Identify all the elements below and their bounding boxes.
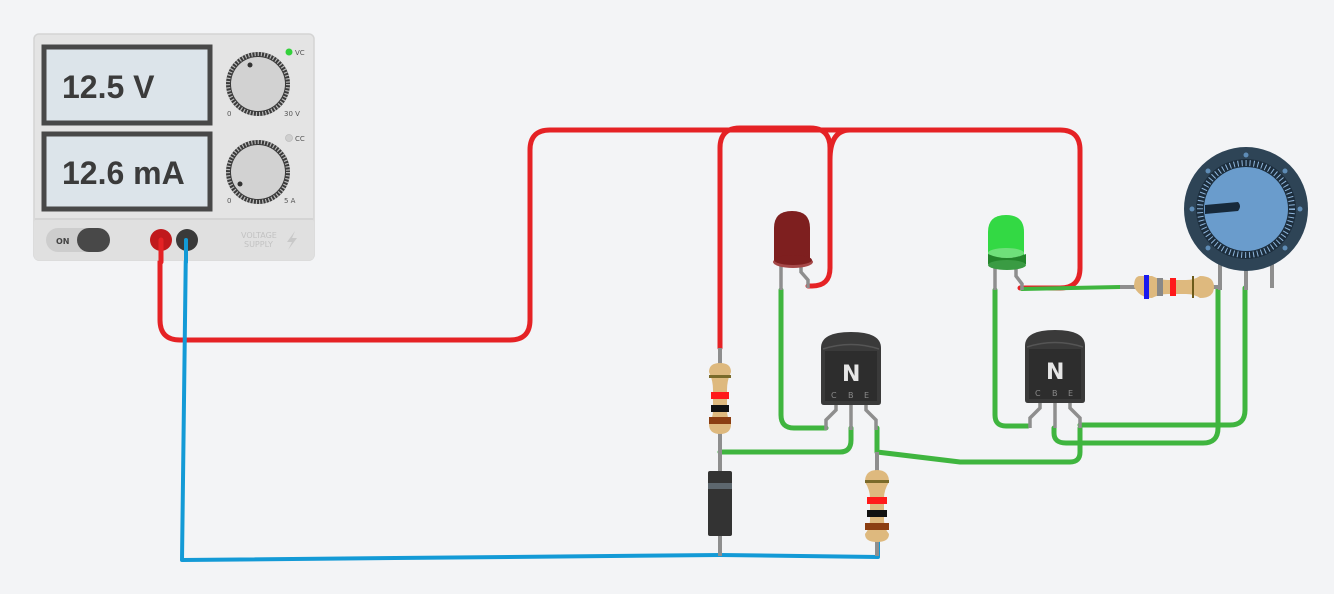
potentiometer-pointer	[1205, 202, 1240, 214]
transistor-right-pin-c: C	[1035, 389, 1041, 398]
wire-green-base-left[interactable]	[717, 425, 854, 455]
power-switch[interactable]: ON	[46, 228, 110, 252]
wire-red-loop[interactable]	[827, 127, 853, 163]
current-knob-marker	[237, 181, 243, 187]
potentiometer[interactable]	[1184, 147, 1308, 290]
voltage-readout: 12.5 V	[62, 69, 155, 105]
diode-cathode-band	[708, 483, 732, 489]
brand-label-line2: SUPPLY	[244, 240, 273, 249]
wires	[157, 125, 1248, 562]
power-switch-label: ON	[56, 237, 70, 246]
power-supply: 12.5 V 12.6 mA 0 30 V VC 0 5 A CC	[33, 33, 315, 261]
current-knob-min-label: 0	[227, 197, 231, 205]
current-knob[interactable]	[226, 140, 290, 204]
current-readout: 12.6 mA	[62, 155, 185, 191]
cc-indicator-label: CC	[295, 135, 305, 143]
transistor-right[interactable]: N C B E	[1025, 330, 1085, 428]
voltage-knob[interactable]	[226, 52, 290, 116]
transistor-right-type: N	[1046, 360, 1064, 385]
wire-red-main[interactable]	[157, 127, 1083, 343]
vc-indicator-led	[285, 48, 293, 56]
lightning-icon	[287, 231, 297, 250]
wire-red-resistor[interactable]	[717, 125, 833, 351]
transistor-left[interactable]: N C B E	[821, 332, 881, 430]
wire-green-led-resistor[interactable]	[1020, 285, 1122, 291]
voltage-knob-max-label: 30 V	[284, 110, 300, 118]
led-green[interactable]	[988, 215, 1026, 290]
transistor-right-pin-b: B	[1052, 389, 1058, 398]
transistor-right-pin-e: E	[1068, 389, 1073, 398]
wire-green-pot-wiper[interactable]	[1077, 285, 1248, 428]
wire-green-led-green-collector[interactable]	[992, 287, 1031, 429]
wire-green-pot-left[interactable]	[1051, 285, 1221, 446]
transistor-left-pin-e: E	[864, 391, 869, 400]
transistor-left-type: N	[842, 362, 860, 387]
resistor-emitter[interactable]	[865, 452, 889, 556]
current-knob-max-label: 5 A	[284, 197, 296, 205]
wire-green-led-red-collector[interactable]	[778, 287, 829, 431]
wire-green-emitter-left[interactable]	[874, 425, 1083, 465]
voltage-knob-min-label: 0	[227, 110, 231, 118]
current-display: 12.6 mA	[41, 131, 213, 212]
cc-indicator-led	[285, 134, 293, 142]
resistor-left[interactable]	[709, 348, 731, 455]
brand-label-line1: VOLTAGE	[241, 231, 277, 240]
transistor-left-pin-c: C	[831, 391, 837, 400]
vc-indicator-label: VC	[295, 49, 305, 57]
diode[interactable]	[708, 455, 732, 556]
voltage-knob-marker	[247, 62, 253, 68]
led-red[interactable]	[773, 211, 813, 290]
voltage-display: 12.5 V	[41, 44, 213, 126]
transistor-left-pin-b: B	[848, 391, 854, 400]
resistor-horizontal[interactable]	[1120, 275, 1222, 299]
